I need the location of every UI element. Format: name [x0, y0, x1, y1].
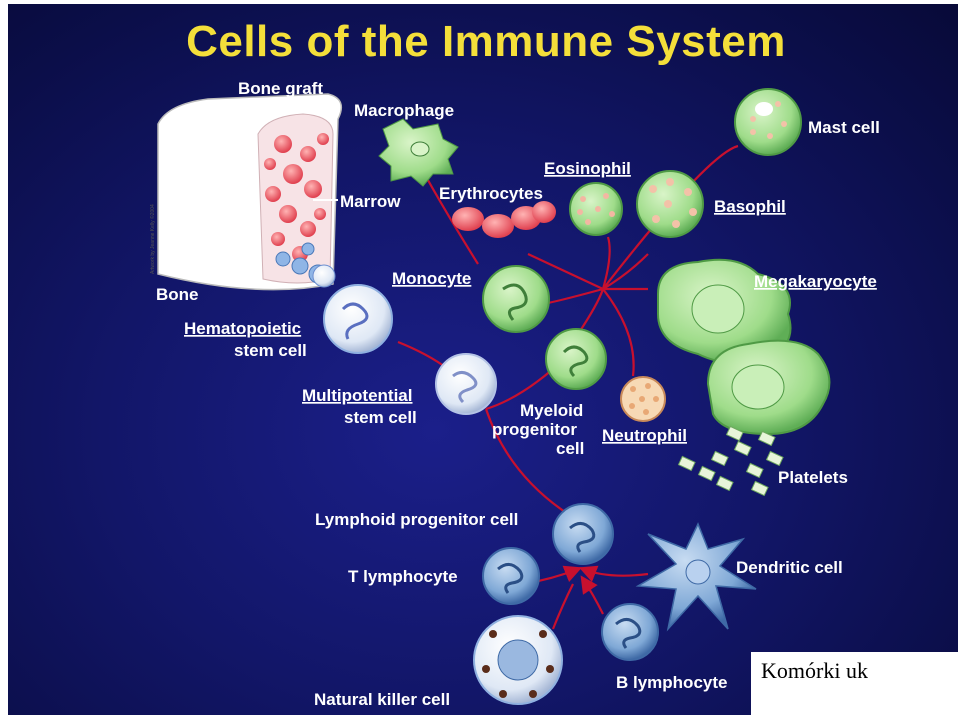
lymphoid-progenitor-cell [552, 503, 614, 565]
multipotential-stem-cell [435, 353, 497, 415]
megakaryocyte [657, 258, 831, 436]
label-natural-killer: Natural killer cell [314, 690, 450, 709]
macrophage [378, 118, 459, 187]
monocyte [482, 265, 550, 333]
label-b-lymphocyte: B lymphocyte [616, 673, 727, 692]
label-basophil: Basophil [714, 197, 786, 216]
b-lymphocyte [601, 603, 659, 661]
label-hematopoietic-2: stem cell [234, 341, 307, 360]
immune-cells-diagram: Cells of the Immune System [149, 17, 880, 709]
diagram-panel: Cells of the Immune System [8, 4, 958, 715]
t-lymphocyte [482, 547, 540, 605]
label-platelets: Platelets [778, 468, 848, 487]
label-monocyte: Monocyte [392, 269, 471, 288]
label-eosinophil: Eosinophil [544, 159, 631, 178]
label-lymphoid: Lymphoid progenitor cell [315, 510, 518, 529]
basophil [636, 170, 704, 238]
bone-graft: Artwork by Jeanne Kelly ©2004 [149, 93, 343, 291]
label-multipotential-2: stem cell [344, 408, 417, 427]
natural-killer-cell [473, 615, 563, 705]
label-t-lymphocyte: T lymphocyte [348, 567, 458, 586]
label-megakaryocyte: Megakaryocyte [754, 272, 877, 291]
neutrophil [620, 376, 666, 422]
hematopoietic-stem-cell [323, 284, 393, 354]
artwork-credit: Artwork by Jeanne Kelly ©2004 [149, 204, 156, 274]
label-mast-cell: Mast cell [808, 118, 880, 137]
page-title: Cells of the Immune System [186, 17, 786, 66]
cell-labels: Bone graft Marrow Bone Macrophage Erythr… [156, 79, 880, 709]
label-macrophage: Macrophage [354, 101, 454, 120]
label-myeloid-2: progenitor [492, 420, 577, 439]
eosinophil [569, 182, 623, 236]
label-myeloid-1: Myeloid [520, 401, 583, 420]
label-erythrocytes: Erythrocytes [439, 184, 543, 203]
myeloid-progenitor-cell [545, 328, 607, 390]
label-neutrophil: Neutrophil [602, 426, 687, 445]
label-multipotential-1: Multipotential [302, 386, 412, 405]
label-myeloid-3: cell [556, 439, 584, 458]
caption-box: Komórki uk [751, 652, 960, 717]
label-marrow: Marrow [340, 192, 401, 211]
mast-cell [734, 88, 802, 156]
dendritic-cell [635, 522, 757, 632]
label-bone: Bone [156, 285, 199, 304]
label-dendritic: Dendritic cell [736, 558, 843, 577]
label-bone-graft: Bone graft [238, 79, 323, 98]
platelets [677, 425, 784, 497]
label-hematopoietic-1: Hematopoietic [184, 319, 301, 338]
erythrocytes [452, 201, 556, 238]
